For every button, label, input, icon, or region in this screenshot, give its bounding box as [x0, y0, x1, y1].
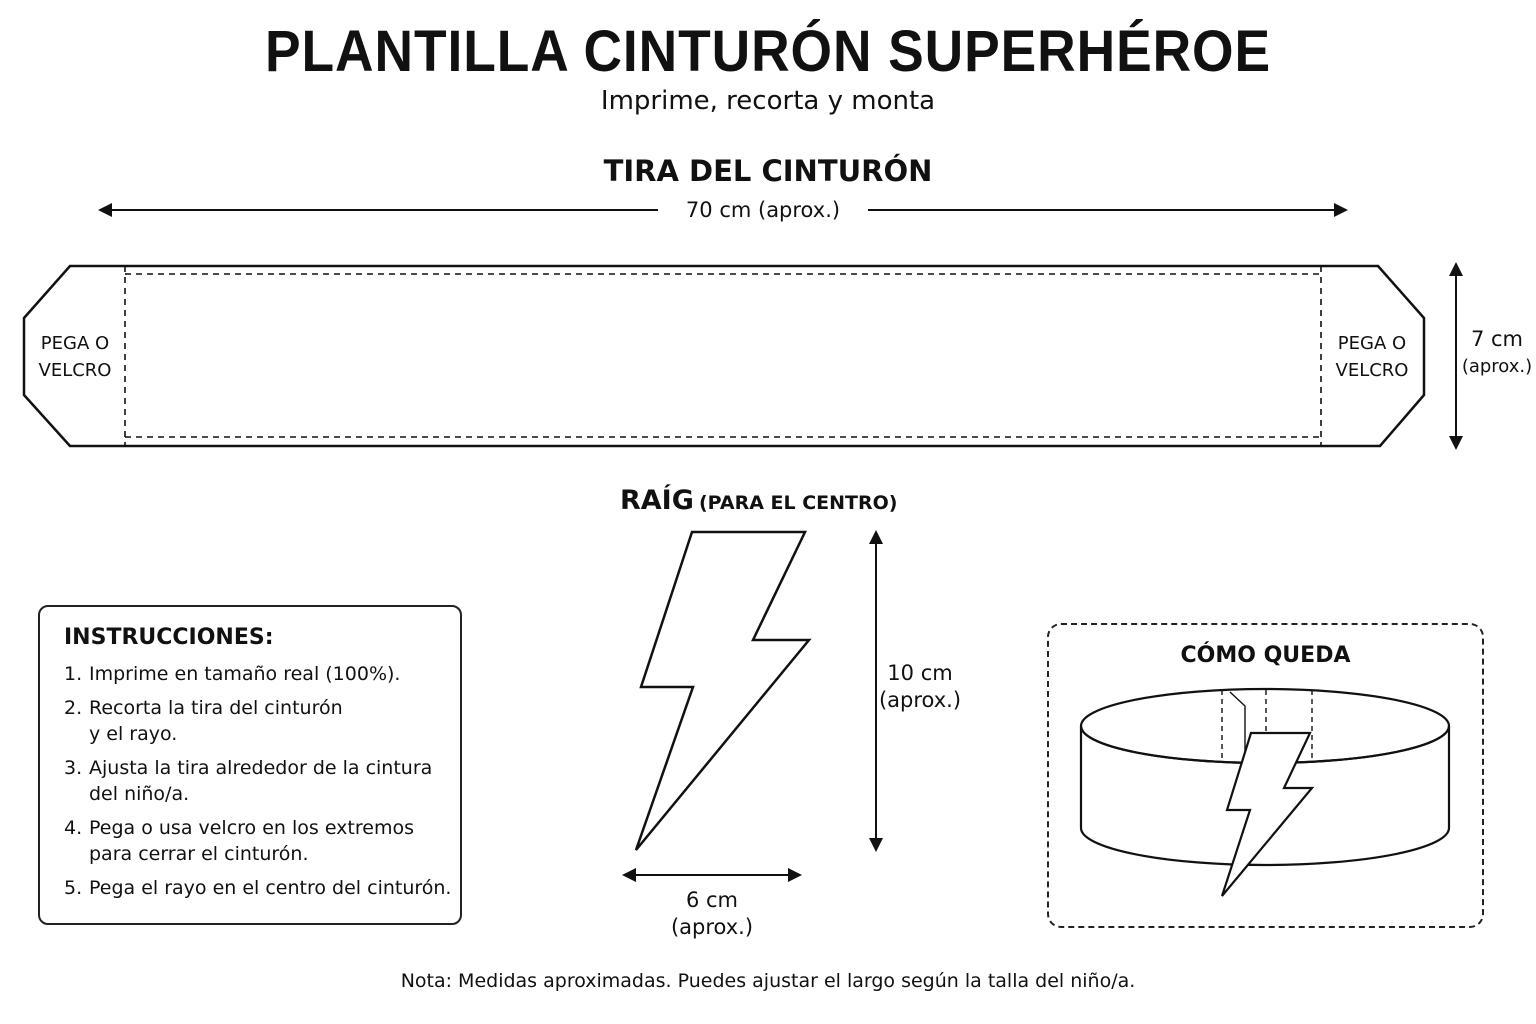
instruction-step: 3.Ajusta la tira alrededor de la cintura… [64, 757, 433, 805]
instructions-list: 1.Imprime en tamaño real (100%). 2.Recor… [64, 661, 454, 909]
instruction-step: 2.Recorta la tira del cinturón y el rayo… [64, 697, 343, 745]
footer-note: Nota: Medidas aproximadas. Puedes ajusta… [400, 970, 1136, 992]
belt-strip-shape [22, 264, 1426, 448]
lightning-bolt-shape [634, 530, 812, 851]
instructions-title: INSTRUCCIONES: [64, 625, 274, 650]
bolt-width-arrow [622, 868, 802, 882]
finished-belt-illustration [1079, 687, 1451, 897]
lightning-title: RAÍG (PARA EL CENTRO) [620, 485, 898, 516]
right-end-label: PEGA O VELCRO [1335, 333, 1409, 381]
page-title: PLANTILLA CINTURÓN SUPERHÉROE [265, 19, 1271, 84]
instruction-step: 4.Pega o usa velcro en los extremos para… [64, 817, 414, 865]
result-preview-box: CÓMO QUEDA [1047, 623, 1484, 928]
instruction-step: 5.Pega el rayo en el centro del cinturón… [64, 877, 452, 899]
height-dimension-arrow [1449, 262, 1463, 450]
instruction-step: 1.Imprime en tamaño real (100%). [64, 663, 401, 685]
preview-title: CÓMO QUEDA [1180, 643, 1351, 668]
bolt-height-arrow [869, 530, 883, 852]
instructions-panel: INSTRUCCIONES: 1.Imprime en tamaño real … [38, 605, 462, 925]
belt-strip-title: TIRA DEL CINTURÓN [603, 154, 933, 188]
belt-length-label: 70 cm (aprox.) [658, 197, 868, 224]
bolt-width-label: 6 cm (aprox.) [670, 888, 754, 939]
page-subtitle: Imprime, recorta y monta [600, 86, 936, 116]
left-end-label: PEGA O VELCRO [38, 333, 112, 381]
bolt-height-label: 10 cm (aprox.) [878, 661, 962, 712]
belt-height-label: 7 cm (aprox.) [1461, 327, 1533, 377]
length-dimension-arrow [98, 203, 1348, 217]
